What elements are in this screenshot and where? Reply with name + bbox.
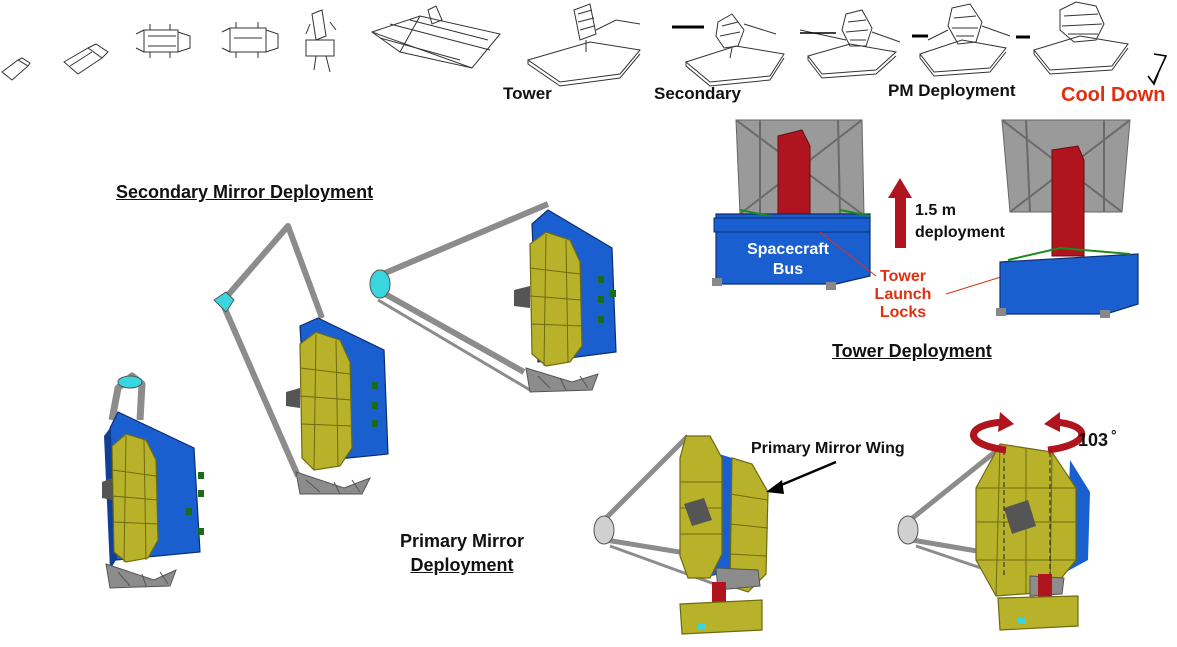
sketch-sunshield-pallet-1 xyxy=(135,24,191,58)
primary-mirror-title-line-2: Deployment xyxy=(410,555,514,575)
sketch-tower-step xyxy=(526,3,641,87)
sketch-cooldown-step xyxy=(1033,1,1129,75)
sequence-label-cool-down: Cool Down xyxy=(1061,84,1166,106)
primary-mirror-wing-label: Primary Mirror Wing xyxy=(751,440,905,457)
observatory-secondary-deployed xyxy=(369,201,617,393)
tower-deployed xyxy=(996,119,1139,318)
sketch-stowed-1 xyxy=(1,57,31,81)
arrow-head-icon xyxy=(1147,73,1159,86)
tower-deployment-distance-label: 1.5 m deployment xyxy=(915,200,1005,244)
leader-line xyxy=(945,275,1005,295)
rotation-angle-unit: ° xyxy=(1111,427,1117,443)
locks-line-2: Launch xyxy=(874,286,932,303)
rotation-angle-value: 103 xyxy=(1078,430,1109,450)
sequence-label-secondary: Secondary xyxy=(654,84,741,103)
primary-mirror-wing-deployed xyxy=(897,443,1090,631)
sketch-stowed-2 xyxy=(63,43,109,75)
sketch-pm-step-2 xyxy=(919,3,1011,77)
distance-line-2: deployment xyxy=(915,224,1005,241)
rotation-angle-label: 103° xyxy=(1078,427,1117,451)
primary-mirror-title-line-1: Primary Mirror xyxy=(399,531,525,551)
locks-line-1: Tower xyxy=(880,268,926,285)
sketch-sunshield-vertical xyxy=(305,9,337,73)
observatory-stowed xyxy=(102,372,204,589)
wing-pointer-arrow xyxy=(766,460,837,494)
sketch-secondary-step xyxy=(684,13,785,87)
rotation-arrow-right-icon xyxy=(1044,412,1086,454)
rotation-arrow-left-icon xyxy=(970,412,1014,454)
spacecraft-bus-line-1: Spacecraft xyxy=(747,241,829,258)
deployment-arrow-icon xyxy=(888,178,912,248)
leader-line xyxy=(819,231,877,277)
sketch-sunshield-booms xyxy=(370,5,501,69)
tower-launch-locks-label: Tower Launch Locks xyxy=(858,268,948,322)
locks-line-3: Locks xyxy=(879,304,927,321)
sequence-label-pm-deployment: PM Deployment xyxy=(888,81,1016,100)
spacecraft-bus-label: Spacecraft Bus xyxy=(718,240,858,280)
tower-stowed xyxy=(712,119,871,290)
sketch-sunshield-pallet-2 xyxy=(221,22,279,58)
tower-deployment-title: Tower Deployment xyxy=(832,341,992,361)
distance-line-1: 1.5 m xyxy=(915,202,956,219)
observatory-secondary-mid-deploy xyxy=(213,223,389,495)
sequence-sketch-strip xyxy=(1,1,1168,87)
primary-mirror-wing-stowed xyxy=(593,434,769,635)
sequence-label-tower: Tower xyxy=(503,84,552,103)
sketch-pm-step-1 xyxy=(799,9,901,79)
cool-down-arrow-icon xyxy=(1153,53,1168,83)
secondary-mirror-deployment-title: Secondary Mirror Deployment xyxy=(116,182,374,202)
spacecraft-bus-line-2: Bus xyxy=(772,261,804,278)
primary-mirror-deployment-title: Primary Mirror Deployment xyxy=(372,529,552,577)
